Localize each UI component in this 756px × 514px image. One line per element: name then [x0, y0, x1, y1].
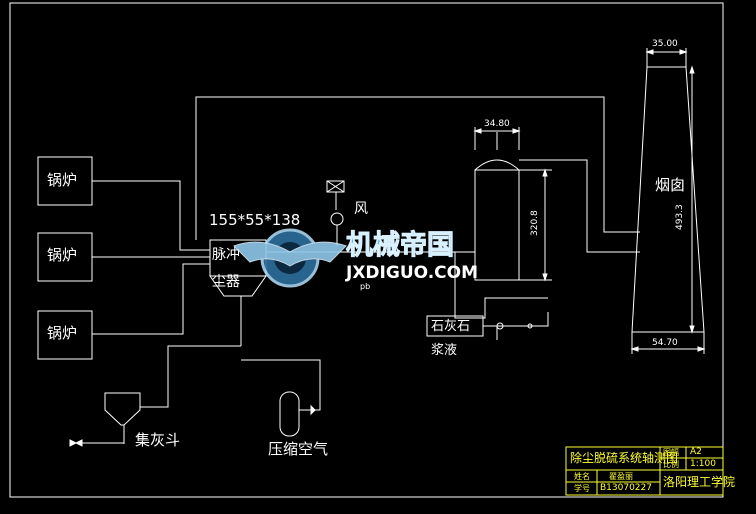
ash-line — [140, 345, 241, 408]
chimney — [631, 66, 705, 333]
precipitator-size: 155*55*138 — [209, 211, 301, 229]
absorber-dome — [474, 159, 520, 171]
sheet-key: 图幅 — [663, 448, 679, 457]
scale-value: 1:100 — [690, 459, 716, 469]
flue-pipe-3 — [92, 263, 210, 335]
boiler-1-label: 锅炉 — [47, 171, 78, 189]
drawing-title: 除尘脱硫系统轴测图 — [570, 451, 679, 465]
dust-collector-hopper — [209, 275, 267, 297]
id-value: B13070227 — [600, 483, 652, 493]
drawing-border — [9, 2, 724, 498]
name-value: 翟盈丽 — [609, 472, 633, 481]
school-name: 洛阳理工学院 — [663, 475, 736, 489]
scale-key: 比例 — [663, 460, 679, 469]
flue-pipe-1 — [92, 180, 210, 251]
limestone-label: 石灰石 — [431, 319, 471, 334]
boiler-3-box — [37, 310, 93, 360]
chimney-label: 烟囱 — [655, 176, 686, 194]
precipitator-label-2: 尘器 — [212, 274, 240, 290]
air-line — [241, 359, 321, 411]
watermark-logo-icon — [233, 228, 347, 288]
compressed-air-label: 压缩空气 — [268, 440, 329, 458]
sheet-value: A2 — [690, 447, 702, 457]
boiler-3-label: 锅炉 — [47, 324, 78, 342]
tower-to-chimney-duct — [519, 159, 634, 253]
absorber-tower — [474, 169, 520, 281]
name-key: 姓名 — [574, 472, 590, 481]
air-tank — [279, 391, 300, 437]
tower-width-dim: 34.80 — [484, 119, 510, 129]
ash-hopper-label: 集灰斗 — [135, 431, 181, 449]
precipitator-label-1: 脉冲 — [212, 247, 240, 263]
fan-label: 风 — [354, 201, 368, 217]
watermark-cn: 机械帝国 — [346, 230, 455, 261]
limestone-feed — [483, 312, 549, 327]
pump-label: pb — [360, 282, 371, 291]
id-key: 学号 — [574, 484, 590, 493]
chimney-height-dim: 493.3 — [675, 204, 685, 230]
chimney-bottom-dim: 54.70 — [652, 338, 678, 348]
ash-discharge-line — [80, 442, 125, 444]
tower-height-dim: 320.8 — [530, 210, 540, 236]
slurry-line — [454, 252, 548, 319]
limestone-tank — [426, 315, 484, 337]
watermark-en: JXDIGUO.COM — [346, 263, 479, 283]
title-block — [565, 446, 724, 496]
bypass-duct — [195, 96, 634, 240]
fan-circle — [330, 212, 344, 226]
chimney-top-dim: 35.00 — [652, 39, 678, 49]
boiler-2-label: 锅炉 — [47, 246, 78, 264]
slurry-label: 浆液 — [431, 343, 458, 358]
ash-hopper — [104, 392, 141, 426]
